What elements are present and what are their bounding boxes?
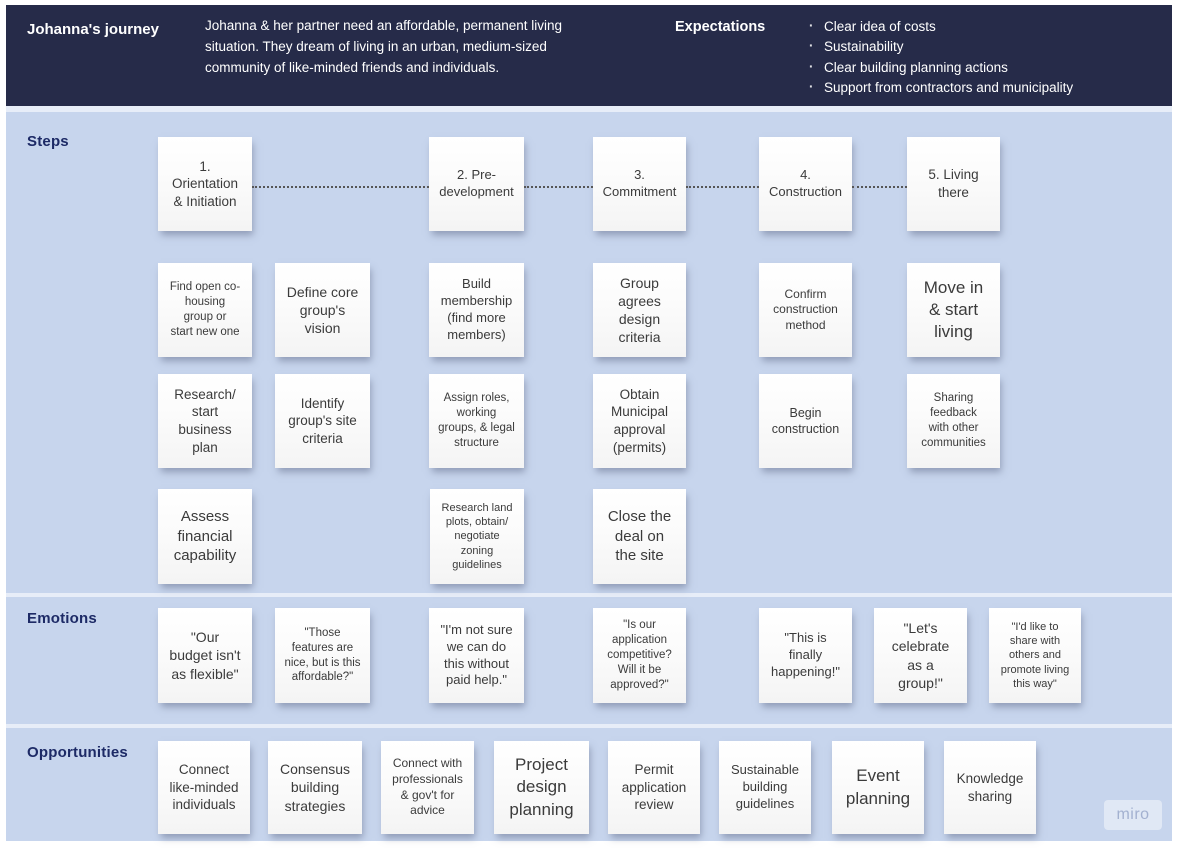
sticky-note[interactable]: Confirm construction method [759,263,852,357]
sticky-note[interactable]: Assign roles, working groups, & legal st… [429,374,524,468]
journey-header: Johanna's journey Johanna & her partner … [6,5,1172,106]
miro-logo-text: miro [1116,806,1150,823]
emotion-note[interactable]: "Is our application competitive? Will it… [593,608,686,703]
sticky-note[interactable]: Identify group's site criteria [275,374,370,468]
opportunity-note[interactable]: Project design planning [494,741,589,834]
opportunity-note[interactable]: Sustainable building guidelines [719,741,811,834]
steps-section-label: Steps [27,133,69,150]
sticky-note[interactable]: Find open co- housing group or start new… [158,263,252,357]
sticky-note[interactable]: Build membership (find more members) [429,263,524,357]
emotion-note[interactable]: "Our budget isn't as flexible" [158,608,252,703]
expectations-label: Expectations [675,19,766,35]
step-connector-line [252,186,429,188]
opportunity-note[interactable]: Consensus building strategies [268,741,362,834]
emotion-note[interactable]: "I'd like to share with others and promo… [989,608,1081,703]
opportunity-note[interactable]: Event planning [832,741,924,834]
sticky-note[interactable]: Assess financial capability [158,489,252,584]
step-connector-line [686,186,759,188]
journey-description: Johanna & her partner need an affordable… [205,18,562,75]
step-connector-line [852,186,907,188]
journey-title: Johanna's journey [27,21,159,38]
sticky-note[interactable]: Research/ start business plan [158,374,252,468]
miro-watermark: miro [1104,800,1162,830]
sticky-note[interactable]: Define core group's vision [275,263,370,357]
step-card-2[interactable]: 2. Pre- development [429,137,524,231]
emotion-note[interactable]: "Let's celebrate as a group!" [874,608,967,703]
emotions-section-label: Emotions [27,610,97,627]
emotion-note[interactable]: "I'm not sure we can do this without pai… [429,608,524,703]
expectation-item: Clear building planning actions [807,56,1073,78]
step-card-3[interactable]: 3. Commitment [593,137,686,231]
sticky-note[interactable]: Research land plots, obtain/ negotiate z… [430,489,524,584]
step-card-1[interactable]: 1. Orientation & Initiation [158,137,252,231]
sticky-note[interactable]: Move in & start living [907,263,1000,357]
opportunity-note[interactable]: Permit application review [608,741,700,834]
sticky-note[interactable]: Close the deal on the site [593,489,686,584]
emotion-note[interactable]: "This is finally happening!" [759,608,852,703]
expectation-item: Support from contractors and municipalit… [807,77,1073,98]
sticky-note[interactable]: Group agrees design criteria [593,263,686,357]
step-card-5[interactable]: 5. Living there [907,137,1000,231]
sticky-note[interactable]: Obtain Municipal approval (permits) [593,374,686,468]
sticky-note[interactable]: Sharing feedback with other communities [907,374,1000,468]
step-card-4[interactable]: 4. Construction [759,137,852,231]
expectation-item: Clear idea of costs [807,16,1073,37]
opportunity-note[interactable]: Connect like-minded individuals [158,741,250,834]
expectations-list: Clear idea of costsSustainabilityClear b… [807,16,1073,98]
expectation-item: Sustainability [807,36,1073,57]
opportunities-section-label: Opportunities [27,744,128,761]
opportunity-note[interactable]: Connect with professionals & gov't for a… [381,741,474,834]
emotion-note[interactable]: "Those features are nice, but is this af… [275,608,370,703]
sticky-note[interactable]: Begin construction [759,374,852,468]
opportunity-note[interactable]: Knowledge sharing [944,741,1036,834]
step-connector-line [524,186,593,188]
